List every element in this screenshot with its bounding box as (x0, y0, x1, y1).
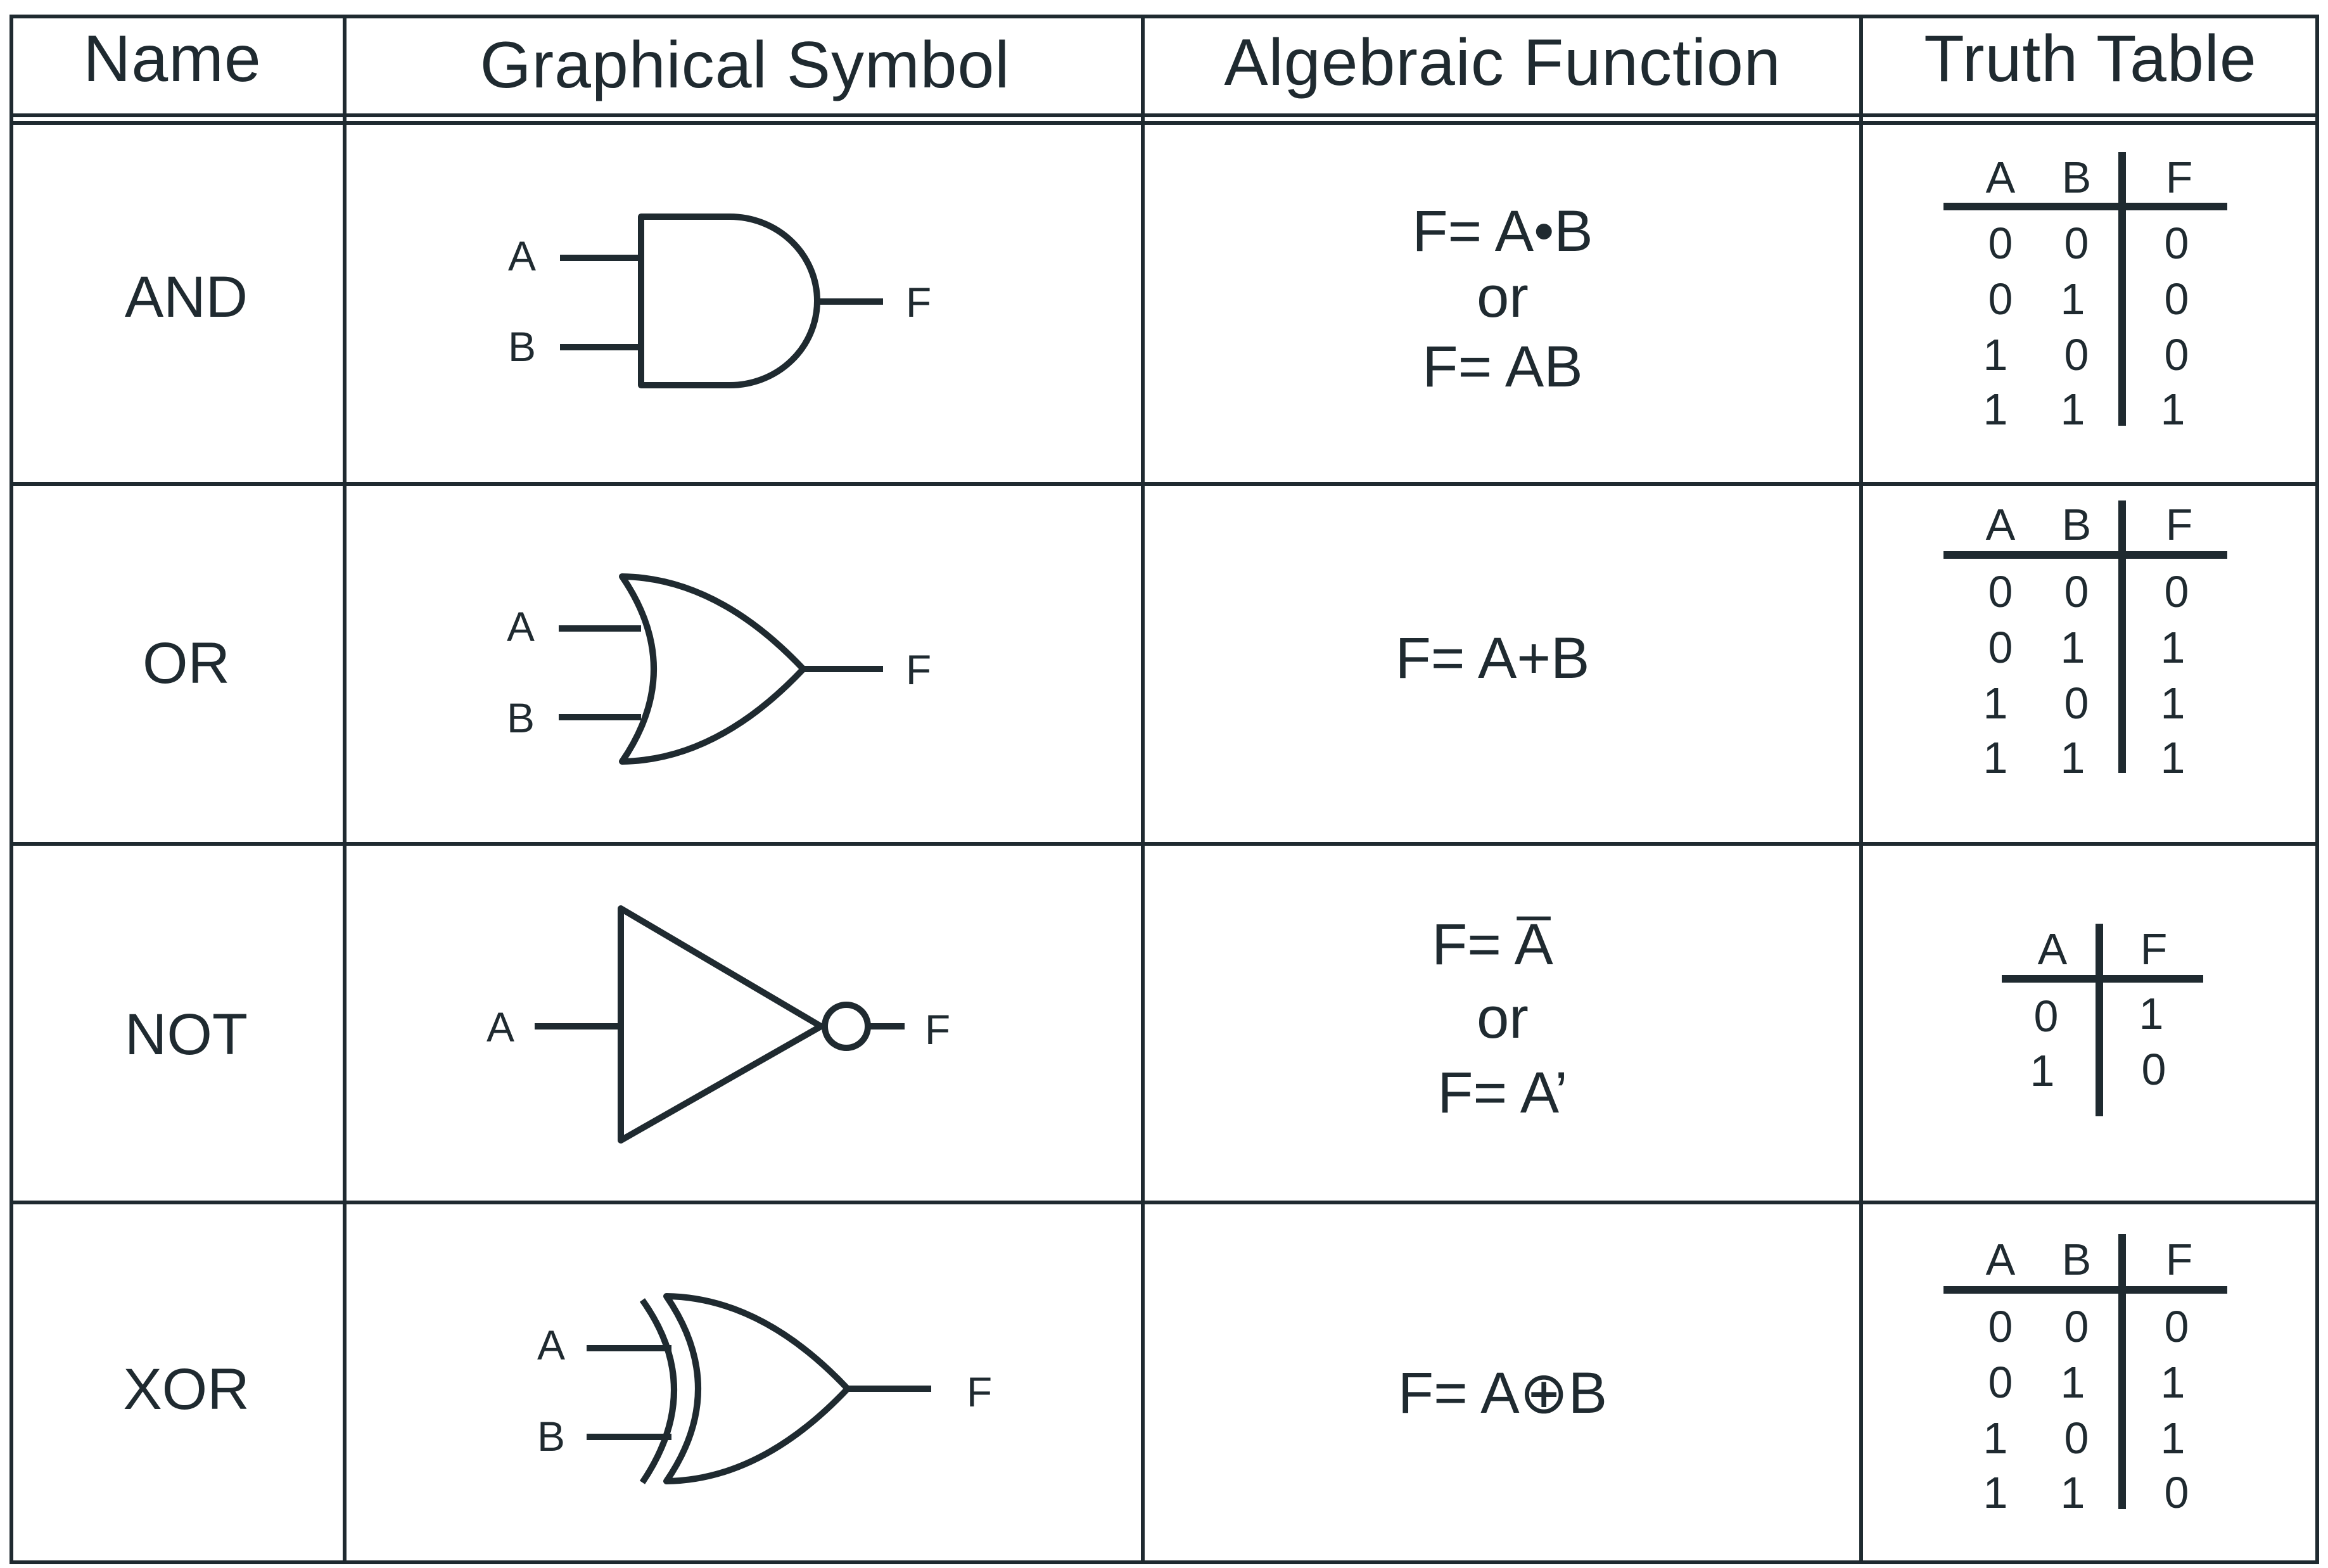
truth-table: A B F 0 0 0 0 1 1 1 0 1 1 1 0 (1943, 1234, 2227, 1517)
pin-f-label: F (906, 646, 931, 693)
not-gate-icon (535, 905, 905, 1144)
tt-cell: 0 (2142, 1045, 2166, 1094)
tt-cell: 1 (1983, 330, 2008, 379)
tt-cell: 0 (1988, 1302, 2013, 1351)
tt-head-b: B (2062, 1235, 2092, 1284)
gate-row-not: NOT A F F= A̅ or F= A’ A F 0 1 1 0 (125, 905, 2203, 1144)
table-grid (10, 15, 2319, 1564)
function-line-1: F= A+B (1396, 626, 1590, 691)
tt-head-f: F (2166, 153, 2193, 202)
tt-cell: 1 (2061, 733, 2085, 782)
header-row: Name Graphical Symbol Algebraic Function… (83, 22, 2256, 102)
pin-f-label: F (906, 279, 931, 326)
tt-cell: 0 (1988, 1358, 2013, 1407)
header-truth-table: Truth Table (1924, 22, 2257, 96)
pin-b-label: B (537, 1413, 565, 1460)
pin-a-label: A (537, 1322, 565, 1368)
gate-row-xor: XOR A B F F= A⊕B A B F 0 0 0 0 1 1 1 0 1 (123, 1234, 2227, 1517)
function-line-1: F= A⊕B (1398, 1361, 1607, 1425)
tt-cell: 1 (1983, 385, 2008, 434)
tt-cell: 0 (2165, 274, 2189, 324)
function-line-1: F= A̅ (1432, 912, 1553, 977)
tt-cell: 0 (1988, 567, 2013, 616)
function-line-3: F= A’ (1437, 1061, 1567, 1125)
tt-cell: 0 (2064, 679, 2089, 728)
pin-a-label: A (507, 603, 535, 650)
tt-cell: 1 (2161, 385, 2185, 434)
tt-cell: 1 (2061, 274, 2085, 324)
tt-cell: 0 (2064, 567, 2089, 616)
tt-head-f: F (2166, 500, 2193, 549)
tt-cell: 1 (2161, 1358, 2185, 1407)
tt-head-b: B (2062, 153, 2092, 202)
tt-cell: 1 (2161, 733, 2185, 782)
tt-cell: 1 (1983, 1413, 2008, 1463)
function-line-3: F= AB (1422, 335, 1582, 399)
and-gate-icon (560, 214, 883, 388)
tt-cell: 1 (1983, 1468, 2008, 1517)
tt-cell: 0 (2165, 330, 2189, 379)
tt-head-a: A (1986, 153, 2016, 202)
tt-cell: 1 (1983, 679, 2008, 728)
xor-gate-icon (587, 1293, 931, 1484)
tt-cell: 1 (2161, 623, 2185, 672)
tt-cell: 1 (2061, 623, 2085, 672)
or-gate-icon (559, 573, 883, 765)
tt-cell: 0 (2165, 1302, 2189, 1351)
tt-cell: 1 (2061, 1358, 2085, 1407)
truth-table: A F 0 1 1 0 (2002, 924, 2203, 1116)
pin-a-label: A (508, 233, 536, 279)
header-name: Name (83, 22, 261, 96)
gate-row-or: OR A B F F= A+B A B F 0 0 0 0 1 1 1 0 1 … (143, 500, 2227, 782)
tt-cell: 1 (2061, 1468, 2085, 1517)
tt-cell: 0 (2064, 1413, 2089, 1463)
function-line-2: or (1477, 986, 1529, 1050)
tt-head-f: F (2166, 1235, 2193, 1284)
tt-cell: 1 (2161, 1413, 2185, 1463)
tt-cell: 0 (2165, 1468, 2189, 1517)
header-algebraic-function: Algebraic Function (1224, 26, 1781, 99)
pin-a-label: A (487, 1004, 514, 1050)
tt-cell: 1 (2139, 989, 2164, 1038)
tt-cell: 1 (2061, 385, 2085, 434)
tt-head-a: A (2038, 924, 2068, 974)
gate-name: XOR (123, 1357, 249, 1422)
function-line-2: or (1477, 265, 1529, 329)
pin-b-label: B (507, 694, 535, 741)
function-line-1: F= A•B (1412, 199, 1593, 264)
gate-name: NOT (125, 1002, 248, 1067)
truth-table: A B F 0 0 0 0 1 0 1 0 0 1 1 1 (1943, 152, 2227, 434)
tt-cell: 0 (2064, 219, 2089, 268)
tt-cell: 0 (1988, 219, 2013, 268)
tt-cell: 1 (1983, 733, 2008, 782)
tt-cell: 0 (2064, 330, 2089, 379)
header-graphical-symbol: Graphical Symbol (480, 29, 1010, 102)
gate-name: AND (125, 265, 248, 329)
tt-head-b: B (2062, 500, 2092, 549)
gate-row-and: AND A B F F= A•B or F= AB A B F 0 0 0 0 … (125, 152, 2227, 434)
pin-f-label: F (967, 1368, 992, 1415)
tt-cell: 0 (2165, 219, 2189, 268)
tt-head-f: F (2140, 924, 2168, 974)
tt-cell: 0 (2064, 1302, 2089, 1351)
pin-b-label: B (508, 323, 536, 370)
tt-cell: 0 (1988, 274, 2013, 324)
tt-cell: 0 (2034, 991, 2059, 1041)
tt-head-a: A (1986, 1235, 2016, 1284)
tt-cell: 1 (2161, 679, 2185, 728)
truth-table: A B F 0 0 0 0 1 1 1 0 1 1 1 1 (1943, 500, 2227, 782)
tt-cell: 0 (2165, 567, 2189, 616)
tt-cell: 0 (1988, 623, 2013, 672)
pin-f-label: F (925, 1006, 950, 1053)
tt-head-a: A (1986, 500, 2016, 549)
tt-cell: 1 (2030, 1046, 2055, 1095)
gate-name: OR (143, 631, 230, 696)
